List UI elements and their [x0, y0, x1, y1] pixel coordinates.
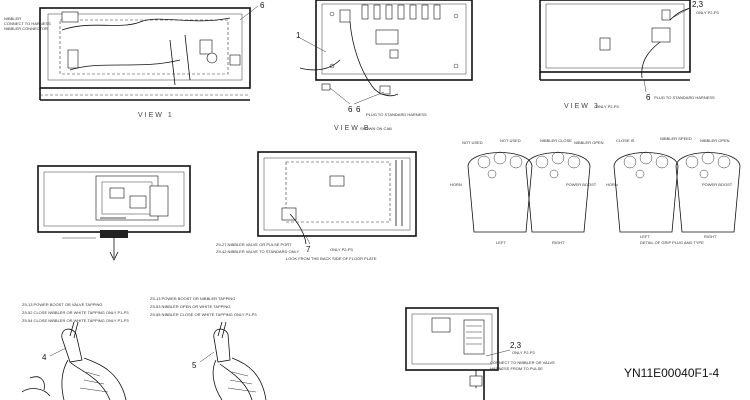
callout-5: 5 — [192, 361, 197, 370]
grip-label-not-used-2: NOT USED — [500, 138, 521, 143]
note-right-z9-53: Z9-53 NIBBLER OPEN OR WHITE TAPPING — [150, 304, 231, 309]
note-plug-standard-v3: PLUG TO STANDARD HARNESS — [654, 95, 715, 100]
grip-label-nibbler-open-2: NIBBLER OPEN — [700, 138, 730, 143]
note-left-z9-54: Z9-54 CLOSE NIBBLER OR WHITE TAPPING ONL… — [22, 318, 129, 323]
note-only-p2p3-mid: ONLY P2-P3 — [330, 247, 354, 252]
joystick-left — [21, 321, 127, 400]
callout-2-3-view3: 2,3 — [692, 0, 704, 9]
panel-view-3: 2,3 ONLY P2-P3 6 PLUG TO STANDARD HARNES… — [539, 0, 720, 110]
note-nibbler: NIBBLER — [4, 16, 21, 21]
grip-label-close-is: CLOSE IS — [616, 138, 635, 143]
grip-label-nibbler-close: NIBBLER CLOSE — [540, 138, 572, 143]
view-3-title: VIEW 3 — [564, 103, 600, 110]
relay-row — [361, 4, 441, 20]
note-z9-27: Z9-27 NIBBLER VALVE OR PULSE PORT — [216, 242, 292, 247]
grip-label-nibbler-open: NIBBLER OPEN — [574, 140, 604, 145]
panel-middle-left: Z9-27 NIBBLER VALVE OR PULSE PORT Z9-42 … — [37, 165, 299, 261]
note-right-z9-55: Z9-55 NIBBLER CLOSE OR WHITE TAPPING ONL… — [150, 312, 257, 317]
grip-label-power-boost-2: POWER BOOST — [702, 182, 733, 187]
note-connect-harness: CONNECT TO HARNESS — [4, 21, 51, 26]
callout-7: 7 — [306, 245, 311, 254]
grip-label-horn-2: HORN — [606, 182, 618, 187]
view-b-title: VIEW B — [334, 125, 371, 132]
note-plug-standard: PLUG TO STANDARD HARNESS — [366, 112, 427, 117]
callout-2-3-bottom: 2,3 — [510, 341, 522, 350]
note-only-p2p3-b: ONLY P2-P3 — [596, 104, 620, 109]
panel-grip-details: NOT USED NOT USED NIBBLER CLOSE NIBBLER … — [450, 136, 741, 245]
grip-label-left-1: LEFT — [496, 240, 506, 245]
note-look-from-back: LOOK FROM THE BACK SIDE OF FLOOR PLATE — [286, 256, 377, 261]
joystick-right — [212, 321, 267, 400]
grip-label-horn: HORN — [450, 182, 462, 187]
note-z9-42: Z9-42 NIBBLER VALVE TO STANDARD ONLY — [216, 249, 299, 254]
note-shown-on-cab: SHOWN ON CAB — [360, 126, 392, 131]
panel-middle-center: 7 ONLY P2-P3 LOOK FROM THE BACK SIDE OF … — [257, 151, 417, 261]
note-left-z9-13: Z9-13 POWER BOOST OR VALVE TAPPING — [22, 302, 103, 307]
callout-6-view1: 6 — [260, 1, 265, 10]
panel-view-1: 6 NIBBLER CONNECT TO HARNESS NIBBLER CON… — [4, 1, 265, 119]
panel-joysticks: Z9-13 POWER BOOST OR VALVE TAPPING Z9-52… — [21, 296, 267, 400]
callout-4: 4 — [42, 353, 47, 362]
callout-6b-viewb: 6 — [356, 105, 361, 114]
grip-label-power-boost: POWER BOOST — [566, 182, 597, 187]
callout-6-view3: 6 — [646, 93, 651, 102]
grip-label-nibbler-speed: NIBBLER SPEED — [660, 136, 692, 141]
note-only-p2p3-a: ONLY P2-P3 — [696, 10, 720, 15]
grip-label-left-2: LEFT — [640, 234, 650, 239]
callout-6a-viewb: 6 — [348, 105, 353, 114]
grip-label-not-used-1: NOT USED — [462, 140, 483, 145]
grip-right-1 — [525, 151, 591, 233]
callout-1: 1 — [296, 31, 301, 40]
note-connect-nibbler: CONNECT TO NIBBLER OR VALVE — [490, 360, 555, 365]
grip-left-1 — [467, 151, 533, 233]
note-only-p2p3-bottom: ONLY P2-P3 — [512, 350, 536, 355]
panel-bottom-center: 2,3 ONLY P2-P3 CONNECT TO NIBBLER OR VAL… — [405, 307, 555, 400]
note-left-z9-52: Z9-52 CLOSE NIBBLER OR WHITE TAPPING ONL… — [22, 310, 129, 315]
view-1-title: VIEW 1 — [138, 112, 174, 119]
grip-label-right-1: RIGHT — [552, 240, 565, 245]
grip-caption: DETAIL OF GRIP PLUG AND TYPE — [640, 240, 704, 245]
grip-right-2 — [675, 151, 741, 233]
grip-left-2 — [613, 151, 679, 233]
grip-label-right-2: RIGHT — [704, 234, 717, 239]
note-right-z9-13: Z9-13 POWER BOOST OR NIBBLER TAPPING — [150, 296, 235, 301]
note-nibbler-connector: NIBBLER CONNECTOR — [4, 26, 48, 31]
panel-view-b: 1 6 6 PLUG TO STANDARD HARNESS VIEW B SH… — [296, 0, 473, 132]
document-id: YN11E00040F1-4 — [624, 366, 720, 380]
note-harness-from: HARNESS FROM TO PULSE — [490, 366, 543, 371]
